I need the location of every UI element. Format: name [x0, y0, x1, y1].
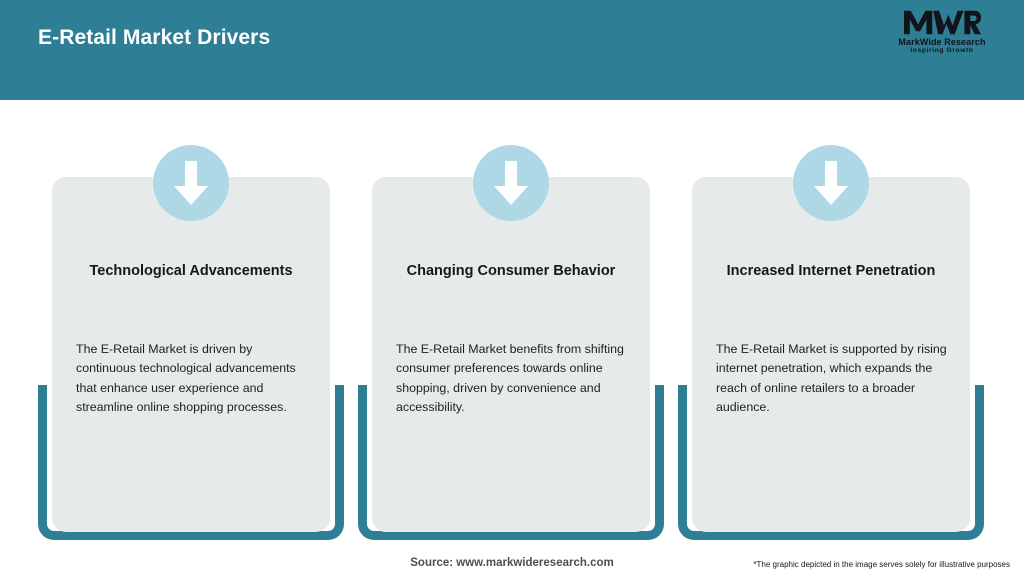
card-frame-accent — [678, 385, 984, 540]
card-body-text: The E-Retail Market is supported by risi… — [716, 342, 947, 415]
card-surface: Changing Consumer Behavior The E-Retail … — [372, 145, 650, 532]
card-title: Changing Consumer Behavior — [406, 263, 616, 279]
arrow-down-icon — [473, 145, 549, 221]
arrow-down-icon — [153, 145, 229, 221]
card-frame-accent — [38, 385, 344, 540]
card-body-text: The E-Retail Market is driven by continu… — [76, 342, 296, 415]
card-body-text: The E-Retail Market benefits from shifti… — [396, 342, 624, 415]
card-title: Technological Advancements — [89, 263, 293, 279]
header-bar — [0, 0, 1024, 100]
brand-logo: MarkWide Research Inspiring Growth — [884, 8, 1000, 66]
card-frame-accent — [358, 385, 664, 540]
mwr-logo-icon — [903, 10, 981, 35]
arrow-down-icon — [793, 145, 869, 221]
logo-tagline: Inspiring Growth — [910, 47, 974, 54]
page-title: E-Retail Market Drivers — [38, 26, 271, 49]
card-title: Increased Internet Penetration — [726, 263, 936, 279]
logo-company-name: MarkWide Research — [898, 37, 986, 47]
card-surface: Technological Advancements The E-Retail … — [52, 145, 330, 532]
source-note: Source: www.markwideresearch.com — [410, 557, 614, 569]
card-surface: Increased Internet Penetration The E-Ret… — [692, 145, 970, 532]
disclaimer-note: *The graphic depicted in the image serve… — [753, 560, 1010, 569]
